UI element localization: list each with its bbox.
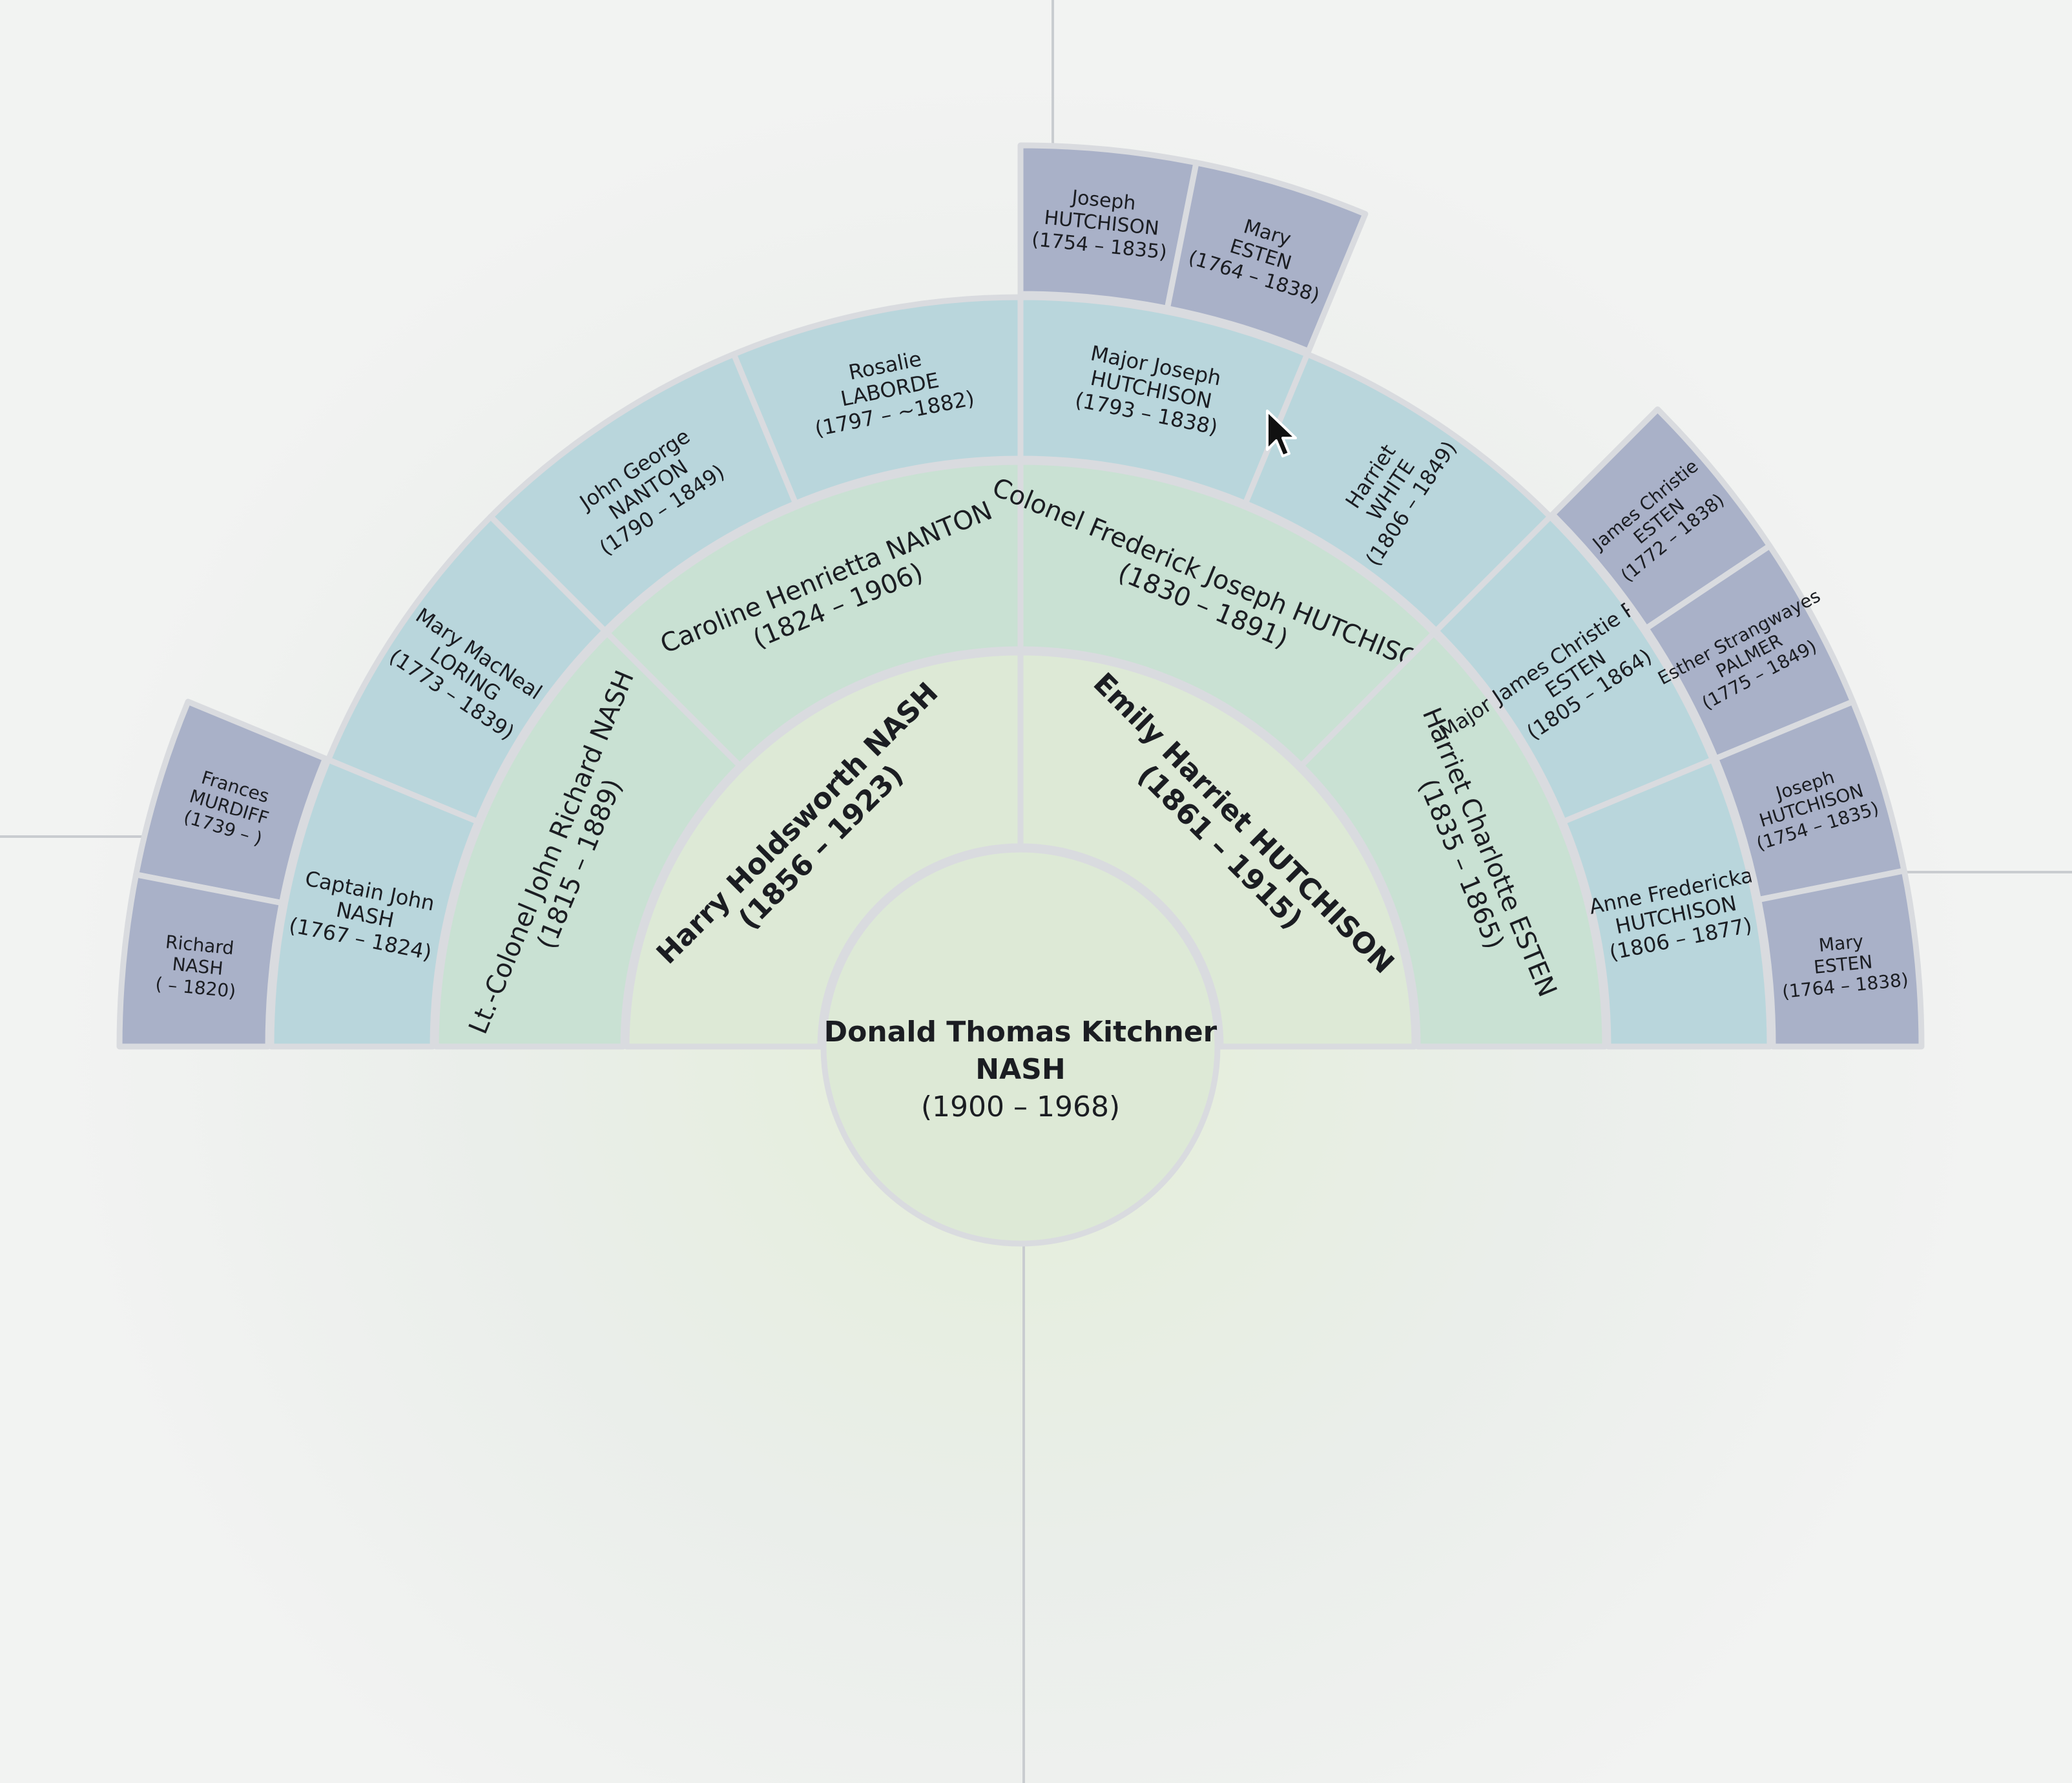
- gggp-richard-nash-line-1: NASH: [171, 954, 224, 979]
- gggp-mary-esten-top-shape: [1164, 160, 1369, 355]
- ggp-john-george-nanton-shape: [488, 351, 799, 634]
- mouse-pointer-icon: [1266, 410, 1297, 457]
- gggp-esther-palmer[interactable]: Esther StrangwayesPALMER(1775 – 1849): [1643, 543, 1856, 762]
- ggp-anne-fredericka-hutchison[interactable]: Anne FrederickaHUTCHISON(1806 – 1877): [1560, 756, 1773, 1050]
- grandmother-paternal-shape: [604, 459, 1024, 769]
- ggp-rosalie-laborde[interactable]: RosalieLABORDE(1797 – ~1882): [730, 294, 1024, 506]
- ggp-mary-macneal-loring-shape: [325, 514, 608, 825]
- ggp-major-joseph-hutchison[interactable]: Major JosephHUTCHISON(1793 – 1838): [1017, 294, 1311, 506]
- gggp-richard-nash-shape: [116, 871, 285, 1050]
- gggp-richard-nash[interactable]: RichardNASH( – 1820): [116, 871, 285, 1050]
- gggp-mary-esten-right-line-0: Mary: [1818, 930, 1864, 956]
- root-person-line-1: NASH: [975, 1053, 1065, 1086]
- gggp-james-christie-esten[interactable]: James ChristieESTEN(1772 – 1838): [1549, 406, 1773, 632]
- grandfather-paternal-shape: [433, 630, 743, 1050]
- gggp-frances-murdiff-shape: [133, 698, 329, 906]
- grandfather-maternal[interactable]: Colonel Frederick Joseph HUTCHISON(1830 …: [977, 459, 1442, 769]
- parent-mother-shape: [1017, 649, 1418, 1050]
- parent-father-shape: [623, 649, 1024, 1050]
- ggp-captain-john-nash-shape: [268, 756, 481, 1050]
- ggp-captain-john-nash[interactable]: Captain JohnNASH(1767 – 1824): [268, 756, 481, 1050]
- grandmother-maternal-shape: [1298, 630, 1608, 1050]
- root-person-shape: [820, 846, 1221, 1247]
- gggp-mary-esten-top[interactable]: MaryESTEN(1764 – 1838): [1164, 160, 1369, 355]
- root-person-line-0: Donald Thomas Kitchner: [824, 1016, 1217, 1048]
- gggp-mary-esten-right[interactable]: MaryESTEN(1764 – 1838): [1756, 868, 1925, 1050]
- ggp-major-joseph-hutchison-label: Major JosephHUTCHISON(1793 – 1838): [1073, 339, 1229, 439]
- ggp-anne-fredericka-hutchison-shape: [1560, 756, 1773, 1050]
- ggp-harriet-white[interactable]: HarrietWHITE(1806 – 1849): [1242, 351, 1553, 634]
- root-person-line-2: (1900 – 1968): [921, 1090, 1120, 1123]
- grandfather-maternal-shape: [1017, 459, 1437, 769]
- gggp-frances-murdiff[interactable]: FrancesMURDIFF(1739 – ): [133, 698, 329, 906]
- ggp-mary-macneal-loring[interactable]: Mary MacNealLORING(1773 – 1839): [325, 514, 608, 825]
- ggp-john-george-nanton[interactable]: John GeorgeNANTON(1790 – 1849): [488, 351, 799, 634]
- gggp-joseph-hutchison-top[interactable]: JosephHUTCHISON(1754 – 1835): [1017, 142, 1199, 311]
- gggp-mary-esten-right-shape: [1756, 868, 1925, 1050]
- gggp-joseph-hutchison-right[interactable]: JosephHUTCHISON(1754 – 1835): [1712, 698, 1907, 903]
